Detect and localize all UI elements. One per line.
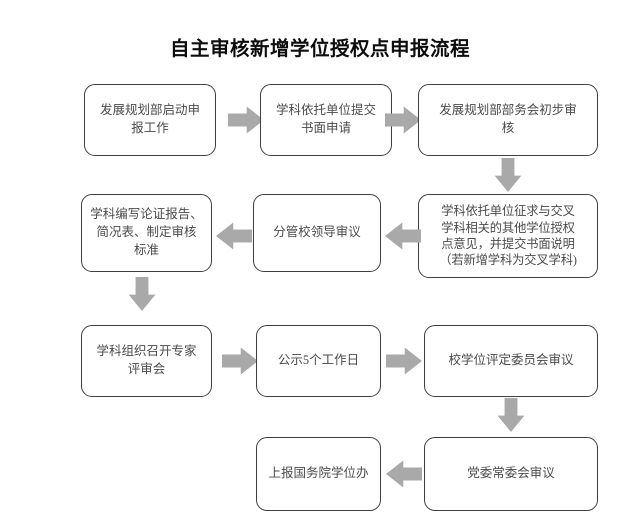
flow-node-n5-label: 分管校领导审议 xyxy=(273,225,361,240)
flow-node-n5[interactable]: 分管校领导审议 xyxy=(253,194,381,272)
flow-node-n7[interactable]: 学科组织召开专家 评审会 xyxy=(81,325,212,397)
flow-node-n4[interactable]: 学科依托单位征求与交叉 学科相关的其他学位授权 点意见，并提交书面说明 （若新增… xyxy=(418,194,598,278)
arrow-left-n5-n6 xyxy=(216,222,252,250)
flow-node-n10[interactable]: 党委常委会审议 xyxy=(424,437,598,511)
flow-node-n2-label: 学科依托单位提交 书面申请 xyxy=(275,103,376,135)
arrow-down-n9-n10 xyxy=(497,398,525,432)
flow-node-n3-label: 发展规划部部务会初步审 核 xyxy=(439,103,577,135)
flow-node-n6[interactable]: 学科编写论证报告、 简况表、制定审核 标准 xyxy=(81,194,212,272)
arrow-left-n4-n5 xyxy=(385,222,421,250)
flow-node-n4-label: 学科依托单位征求与交叉 学科相关的其他学位授权 点意见，并提交书面说明 （若新增… xyxy=(439,204,577,268)
flow-node-n8-label: 公示5个工作日 xyxy=(277,353,360,368)
flow-node-n2[interactable]: 学科依托单位提交 书面申请 xyxy=(260,84,392,156)
flow-node-n11-label: 上报国务院学位办 xyxy=(268,466,369,481)
page-title: 自主审核新增学位授权点申报流程 xyxy=(169,39,470,60)
arrow-right-n7-n8 xyxy=(222,347,258,375)
flow-node-n11[interactable]: 上报国务院学位办 xyxy=(256,437,381,511)
flow-node-n10-label: 党委常委会审议 xyxy=(467,466,555,481)
flow-node-n7-label: 学科组织召开专家 评审会 xyxy=(96,344,197,376)
arrow-down-n3-n4 xyxy=(494,158,522,192)
flow-node-n1[interactable]: 发展规划部启动申 报工作 xyxy=(84,84,216,156)
flow-node-n8[interactable]: 公示5个工作日 xyxy=(256,325,381,397)
flow-node-n6-label: 学科编写论证报告、 简况表、制定审核 标准 xyxy=(90,207,203,257)
flow-node-n9-label: 校学位评定委员会审议 xyxy=(448,353,574,368)
flow-node-n3[interactable]: 发展规划部部务会初步审 核 xyxy=(418,84,598,156)
arrow-left-n10-n11 xyxy=(386,460,422,488)
arrow-right-n1-n2 xyxy=(228,106,264,134)
flow-node-n9[interactable]: 校学位评定委员会审议 xyxy=(424,325,598,397)
arrow-down-n6-n7 xyxy=(128,277,156,311)
flow-node-n1-label: 发展规划部启动申 报工作 xyxy=(99,103,200,135)
arrow-right-n8-n9 xyxy=(386,347,422,375)
